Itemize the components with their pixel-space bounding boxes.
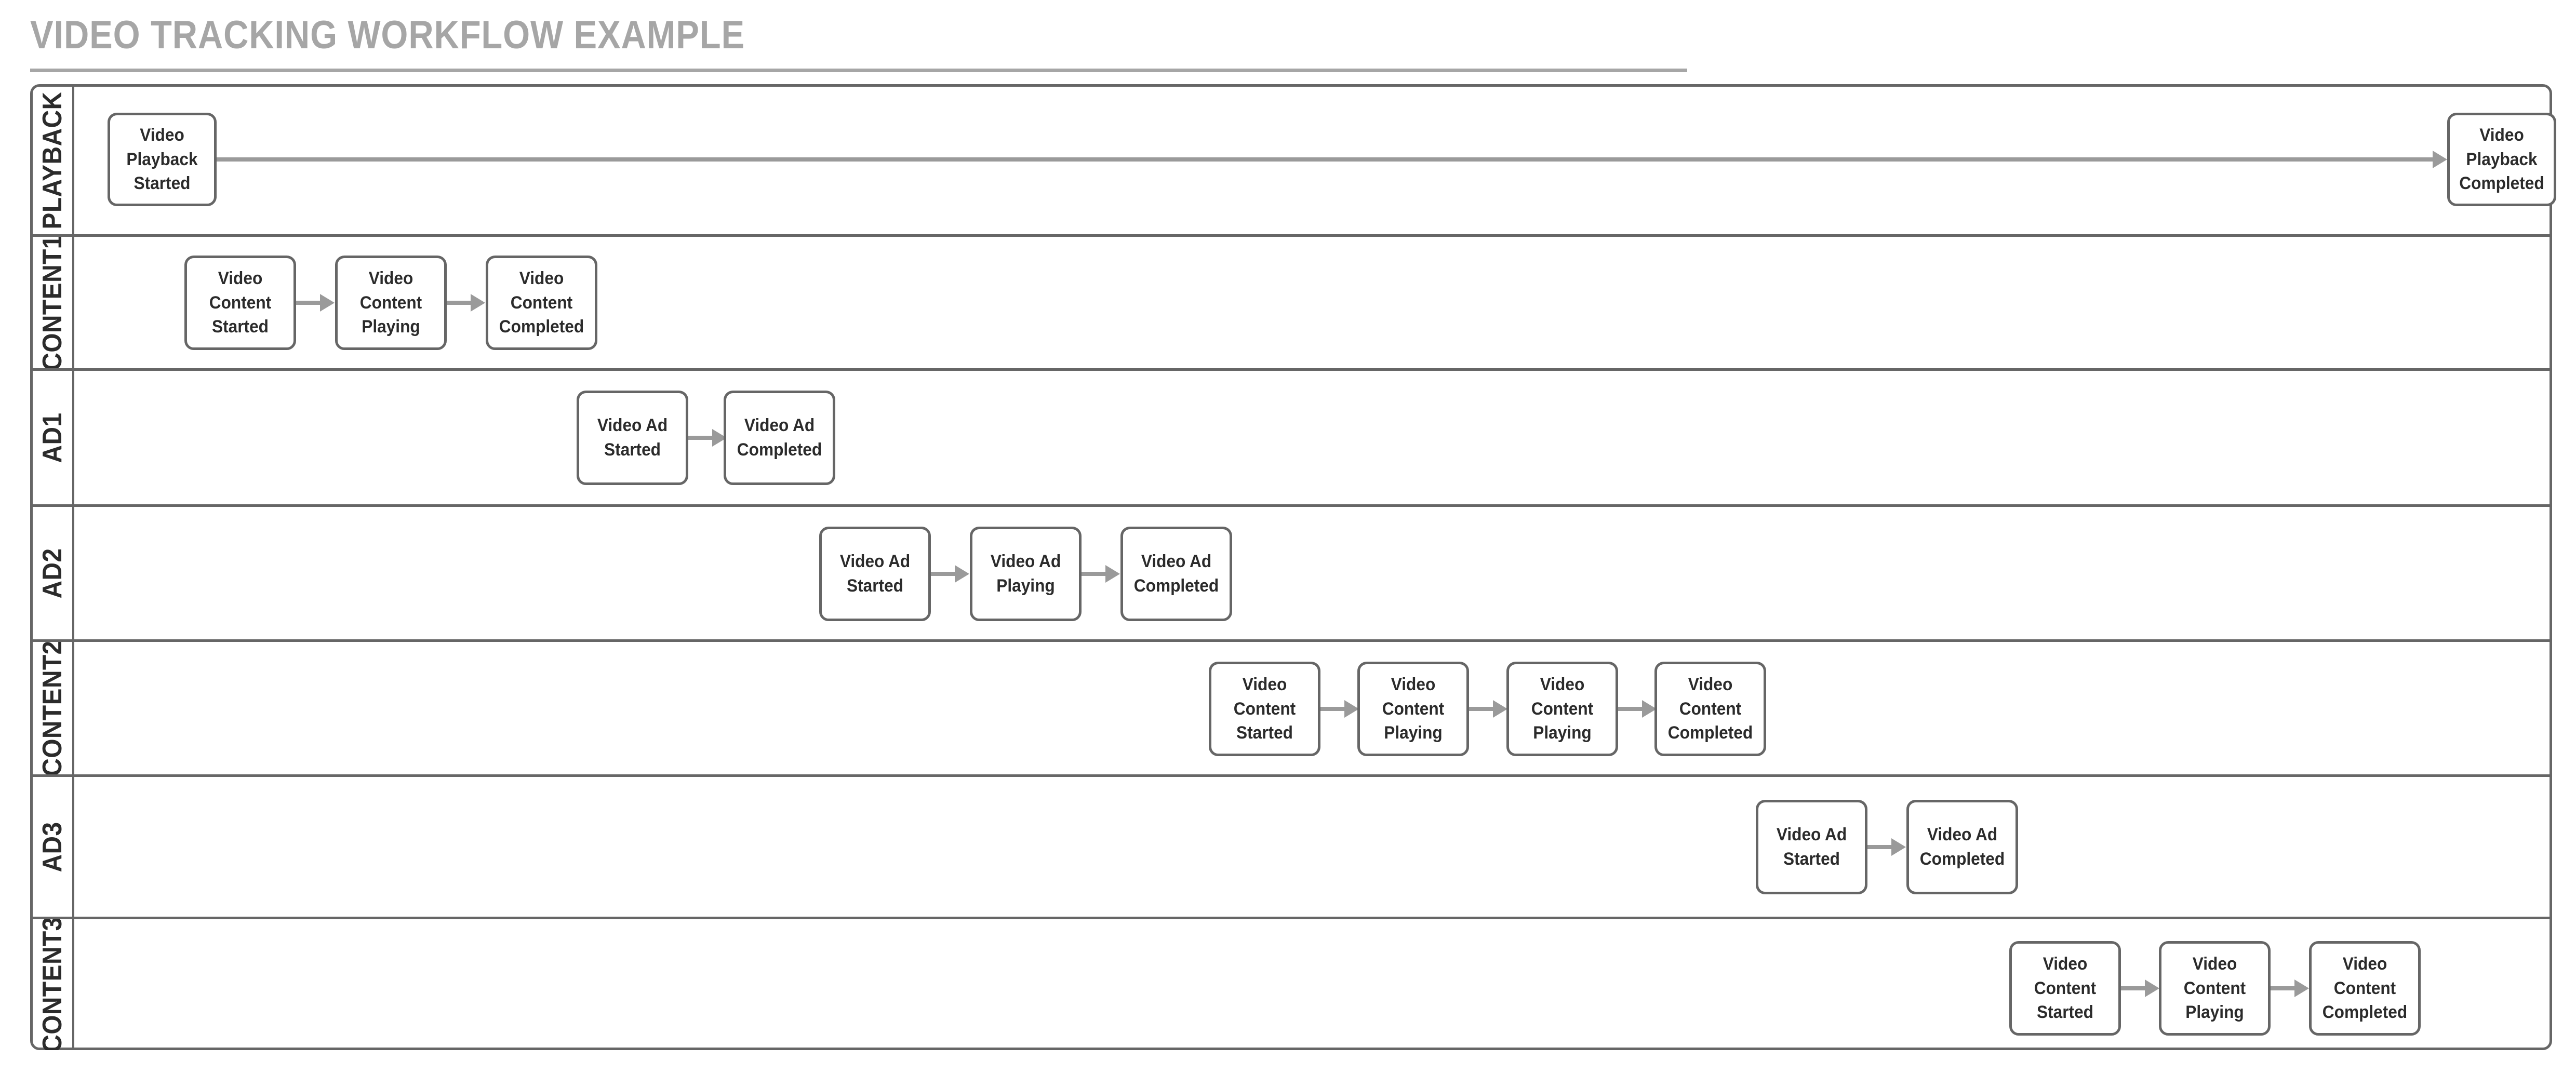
node-label: Video Content Started <box>2034 954 2097 1023</box>
lane-body-ad3: Video Ad Started Video Ad Completed <box>74 777 2550 917</box>
lane-label-text: AD1 <box>37 412 68 463</box>
connector-line <box>447 301 471 305</box>
lane-label-ad2: AD2 <box>33 507 74 639</box>
lane-label-text: AD2 <box>37 547 68 599</box>
lane-label-content1: CONTENT1 <box>33 237 74 368</box>
connector-line <box>931 572 955 576</box>
node-label: Video Ad Playing <box>990 552 1061 596</box>
connector-arrowhead-icon <box>1642 700 1657 718</box>
title-divider <box>30 69 1687 72</box>
connector-line <box>2271 986 2294 990</box>
node-video-content-playing[interactable]: Video Content Playing <box>2159 941 2271 1036</box>
swimlane-content2: CONTENT2 Video Content Started Video Con… <box>33 639 2550 774</box>
node-video-content-started[interactable]: Video Content Started <box>1209 662 1320 756</box>
connector-line <box>217 157 2433 162</box>
node-label: Video Ad Completed <box>737 415 822 460</box>
swimlane-ad2: AD2 Video Ad Started Video Ad Playing Vi… <box>33 504 2550 639</box>
connector-arrowhead-icon <box>1105 565 1120 583</box>
connector-arrowhead-icon <box>2433 151 2447 168</box>
lane-label-content2: CONTENT2 <box>33 642 74 774</box>
node-label: Video Content Started <box>209 268 272 337</box>
node-video-ad-completed[interactable]: Video Ad Completed <box>1120 527 1232 621</box>
lane-body-playback: Video Playback Started Video Playback Co… <box>74 87 2556 234</box>
node-label: Video Ad Started <box>839 552 911 596</box>
node-video-ad-started[interactable]: Video Ad Started <box>577 391 688 485</box>
lane-label-content3: CONTENT3 <box>33 919 74 1050</box>
node-video-playback-started[interactable]: Video Playback Started <box>108 113 217 206</box>
node-video-content-started[interactable]: Video Content Started <box>184 256 296 350</box>
node-label: Video Ad Completed <box>1919 825 2005 869</box>
connector-line <box>1469 707 1493 711</box>
connector-line <box>1320 707 1344 711</box>
connector-arrowhead-icon <box>1344 700 1359 718</box>
connector-arrowhead-icon <box>320 294 335 312</box>
node-video-ad-started[interactable]: Video Ad Started <box>819 527 931 621</box>
lane-label-text: AD3 <box>37 821 68 873</box>
lane-label-ad1: AD1 <box>33 371 74 504</box>
swimlane-ad3: AD3 Video Ad Started Video Ad Completed <box>33 774 2550 917</box>
swimlane-content3: CONTENT3 Video Content Started Video Con… <box>33 917 2550 1050</box>
node-video-content-completed[interactable]: Video Content Completed <box>1654 662 1766 756</box>
page-title: VIDEO TRACKING WORKFLOW EXAMPLE <box>30 13 745 57</box>
node-video-ad-completed[interactable]: Video Ad Completed <box>724 391 835 485</box>
node-video-content-playing-2[interactable]: Video Content Playing <box>1506 662 1618 756</box>
connector-line <box>296 301 320 305</box>
node-label: Video Content Completed <box>499 268 584 337</box>
connector-arrowhead-icon <box>2294 979 2309 997</box>
lane-body-content1: Video Content Started Video Content Play… <box>74 237 2550 368</box>
connector-line <box>1618 707 1642 711</box>
node-label: Video Content Playing <box>359 268 422 337</box>
lane-body-content2: Video Content Started Video Content Play… <box>74 642 2550 774</box>
node-label: Video Content Completed <box>2322 954 2408 1023</box>
connector-line <box>688 436 712 440</box>
lane-label-playback: PLAYBACK <box>33 87 74 234</box>
node-label: Video Content Playing <box>2183 954 2246 1023</box>
lane-label-text: CONTENT3 <box>37 919 68 1050</box>
lane-label-text: PLAYBACK <box>37 91 68 230</box>
node-label: Video Ad Started <box>1776 825 1847 869</box>
connector-arrowhead-icon <box>1891 838 1906 856</box>
connector-line <box>1082 572 1105 576</box>
connector-line <box>2121 986 2145 990</box>
node-label: Video Content Completed <box>1667 674 1753 743</box>
node-label: Video Playback Completed <box>2459 125 2544 194</box>
node-label: Video Content Started <box>1233 674 1296 743</box>
node-label: Video Ad Completed <box>1133 552 1219 596</box>
node-label: Video Content Playing <box>1382 674 1445 743</box>
title-block: VIDEO TRACKING WORKFLOW EXAMPLE <box>30 13 1687 72</box>
swimlane-container: PLAYBACK Video Playback Started Video Pl… <box>30 84 2556 1050</box>
swimlane-ad1: AD1 Video Ad Started Video Ad Completed <box>33 368 2550 504</box>
connector-arrowhead-icon <box>955 565 969 583</box>
node-video-ad-completed[interactable]: Video Ad Completed <box>1906 800 2018 894</box>
node-label: Video Ad Started <box>597 415 668 460</box>
node-video-ad-started[interactable]: Video Ad Started <box>1756 800 1867 894</box>
node-video-playback-completed[interactable]: Video Playback Completed <box>2447 113 2556 206</box>
node-video-content-completed[interactable]: Video Content Completed <box>2309 941 2421 1036</box>
lane-body-ad1: Video Ad Started Video Ad Completed <box>74 371 2550 504</box>
connector-arrowhead-icon <box>1493 700 1507 718</box>
node-label: Video Playback Started <box>126 125 198 194</box>
swimlane-playback: PLAYBACK Video Playback Started Video Pl… <box>33 87 2556 234</box>
connector-arrowhead-icon <box>2145 979 2159 997</box>
node-video-content-completed[interactable]: Video Content Completed <box>486 256 597 350</box>
node-video-content-playing-1[interactable]: Video Content Playing <box>1357 662 1469 756</box>
node-video-ad-playing[interactable]: Video Ad Playing <box>970 527 1082 621</box>
lane-label-text: CONTENT1 <box>37 237 68 368</box>
lane-body-content3: Video Content Started Video Content Play… <box>74 919 2550 1050</box>
lane-body-ad2: Video Ad Started Video Ad Playing Video … <box>74 507 2550 639</box>
swimlane-content1: CONTENT1 Video Content Started Video Con… <box>33 234 2550 368</box>
node-video-content-playing[interactable]: Video Content Playing <box>335 256 447 350</box>
connector-line <box>1867 845 1891 849</box>
lane-label-ad3: AD3 <box>33 777 74 917</box>
node-video-content-started[interactable]: Video Content Started <box>2009 941 2121 1036</box>
node-label: Video Content Playing <box>1531 674 1594 743</box>
connector-arrowhead-icon <box>471 294 485 312</box>
lane-label-text: CONTENT2 <box>37 642 68 774</box>
